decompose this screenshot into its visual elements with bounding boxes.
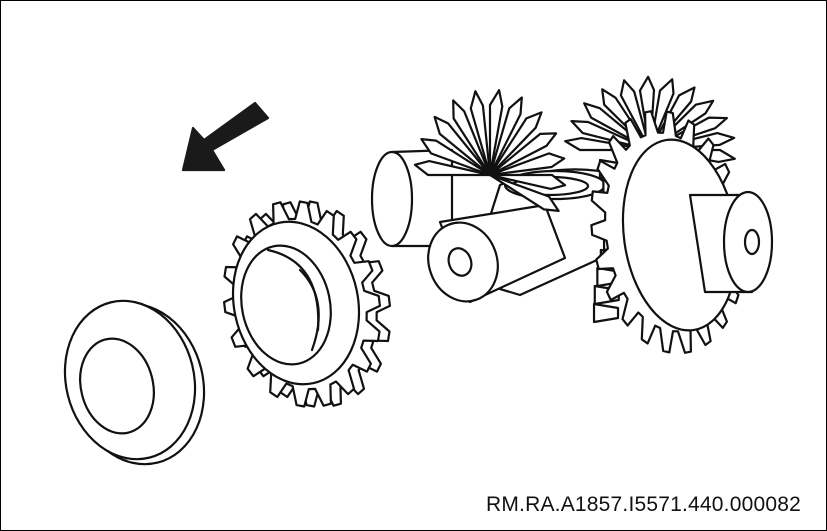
gear-tooth	[469, 90, 492, 177]
gear-tooth	[619, 79, 652, 152]
gear-tooth	[413, 160, 492, 177]
gear-tooth	[420, 138, 492, 177]
side-gear	[223, 200, 391, 408]
figure-reference-code: RM.RA.A1857.I5571.440.000082	[486, 493, 801, 516]
gear-tooth	[488, 173, 560, 212]
direction-arrow-icon	[181, 101, 270, 172]
gear-tooth	[488, 152, 566, 177]
side-gear-right	[590, 110, 774, 354]
thrust-washer	[63, 299, 206, 466]
gear-tooth	[488, 89, 504, 177]
gear-tooth	[488, 96, 523, 177]
gear-tooth	[452, 99, 492, 177]
gear-tooth	[488, 111, 543, 177]
gear-tooth	[592, 302, 620, 324]
gear-tooth	[433, 115, 492, 177]
pinion-gear-upper-left	[413, 89, 567, 212]
gear-tooth	[488, 173, 567, 190]
gear-tooth	[488, 132, 558, 177]
pinion-shaft	[427, 203, 567, 304]
